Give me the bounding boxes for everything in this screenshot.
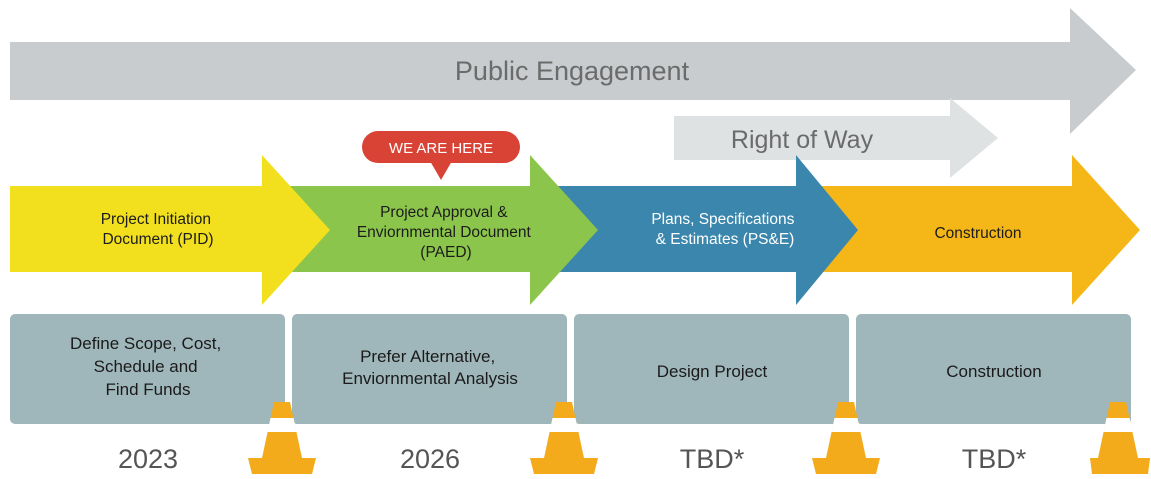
- right-of-way-label: Right of Way: [731, 126, 874, 154]
- phase-label-line: Document (PID): [102, 231, 213, 248]
- year-label-construction: TBD*: [962, 444, 1027, 474]
- cone-base: [530, 458, 598, 474]
- task-label-line: Construction: [946, 362, 1041, 381]
- year-label-pse: TBD*: [680, 444, 745, 474]
- task-label-alternative: Prefer Alternative, Enviornmental Analys…: [342, 347, 518, 388]
- cone-stripe: [831, 418, 861, 432]
- task-label-design: Design Project: [657, 362, 768, 381]
- task-box-alternative: [292, 314, 567, 424]
- phase-label-pse: Plans, Specifications & Estimates (PS&E): [651, 211, 798, 248]
- task-label-line: Find Funds: [105, 380, 190, 399]
- phase-label-pid: Project Initiation Document (PID): [101, 211, 216, 248]
- phase-label-construction: Construction: [934, 225, 1021, 242]
- task-label-line: Prefer Alternative,: [360, 347, 495, 366]
- phase-label-paed: Project Approval & Enviornmental Documen…: [357, 204, 535, 261]
- phase-label-line: (PAED): [420, 244, 471, 261]
- traffic-cones: [248, 402, 1150, 474]
- year-label-paed: 2026: [400, 444, 460, 474]
- task-box-design: [574, 314, 849, 424]
- phase-label-line: Enviornmental Document: [357, 224, 532, 241]
- phase-label-line: Plans, Specifications: [651, 211, 794, 228]
- phase-arrow-shape-construction: [820, 155, 1140, 305]
- task-box-construction: [856, 314, 1131, 424]
- phase-label-line: Construction: [934, 225, 1021, 242]
- task-label-line: Design Project: [657, 362, 768, 381]
- public-engagement-arrow-shape: [10, 8, 1136, 134]
- task-boxes: Define Scope, Cost, Schedule and Find Fu…: [10, 314, 1131, 424]
- we-are-here-pointer: [430, 161, 452, 180]
- milestone-years: 2023 2026 TBD* TBD*: [118, 444, 1027, 474]
- cone-base: [248, 458, 316, 474]
- task-label-line: Schedule and: [94, 357, 198, 376]
- right-of-way-arrow: Right of Way: [674, 98, 998, 178]
- task-label-construction: Construction: [946, 362, 1041, 381]
- cone-base: [1090, 458, 1150, 474]
- phase-label-line: Project Initiation: [101, 211, 211, 228]
- traffic-cone-icon: [530, 402, 598, 474]
- we-are-here-badge: [362, 131, 520, 163]
- cone-base: [812, 458, 880, 474]
- we-are-here-marker: WE ARE HERE: [362, 131, 520, 180]
- cone-stripe: [1103, 418, 1133, 432]
- traffic-cone-icon: [1090, 402, 1150, 474]
- phase-label-line: & Estimates (PS&E): [656, 231, 795, 248]
- phase-label-line: Project Approval &: [380, 204, 508, 221]
- phase-arrow-shape-paed: [290, 155, 598, 305]
- public-engagement-arrow: Public Engagement: [10, 8, 1136, 134]
- cone-stripe: [267, 418, 297, 432]
- task-label-line: Define Scope, Cost,: [70, 334, 221, 353]
- phase-arrow-shape-pse: [555, 155, 858, 305]
- task-label-line: Enviornmental Analysis: [342, 369, 518, 388]
- traffic-cone-icon: [812, 402, 880, 474]
- task-box-scope: [10, 314, 285, 424]
- phase-arrow-shape-pid: [10, 155, 330, 305]
- cone-stripe: [549, 418, 579, 432]
- right-of-way-arrow-shape: [674, 98, 998, 178]
- we-are-here-label: WE ARE HERE: [389, 140, 493, 157]
- phase-arrows: Project Initiation Document (PID) Projec…: [10, 155, 1140, 305]
- public-engagement-label: Public Engagement: [455, 56, 690, 86]
- task-label-scope: Define Scope, Cost, Schedule and Find Fu…: [70, 334, 226, 399]
- year-label-pid: 2023: [118, 444, 178, 474]
- traffic-cone-icon: [248, 402, 316, 474]
